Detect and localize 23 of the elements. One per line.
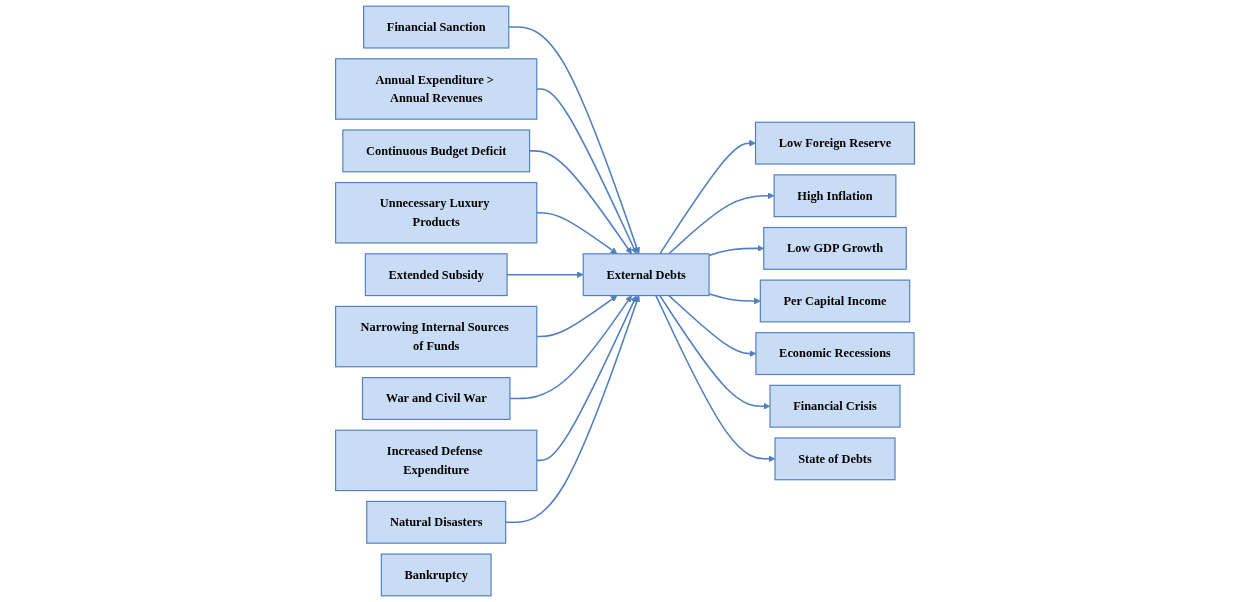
node-box: Bankruptcy	[380, 553, 492, 597]
arrow	[708, 245, 764, 257]
node-box: Low Foreign Reserve	[754, 121, 915, 165]
node-box: External Debts	[582, 253, 710, 297]
node-box: Extended Subsidy	[364, 253, 508, 297]
node-box: High Inflation	[773, 174, 897, 218]
node-box: Increased Defense Expenditure	[335, 429, 538, 492]
node-box: Unnecessary Luxury Products	[335, 182, 538, 244]
node-box: Continuous Budget Deficit	[342, 129, 531, 173]
node-box: Economic Recessions	[755, 332, 915, 376]
node-box: State of Debts	[774, 437, 896, 481]
node-box: Financial Crisis	[769, 384, 901, 428]
arrow	[659, 139, 756, 255]
node-box: Per Capital Income	[759, 279, 911, 323]
node-box: Annual Expenditure > Annual Revenues	[335, 58, 538, 120]
node-box: Natural Disasters	[366, 500, 507, 544]
arrow	[708, 293, 761, 305]
node-box: Narrowing Internal Sources of Funds	[335, 305, 538, 368]
node-box: Financial Sanction	[363, 5, 510, 49]
node-box: Low GDP Growth	[763, 226, 907, 270]
node-box: War and Civil War	[361, 377, 511, 420]
arrow	[668, 192, 775, 255]
arrow	[509, 295, 632, 400]
